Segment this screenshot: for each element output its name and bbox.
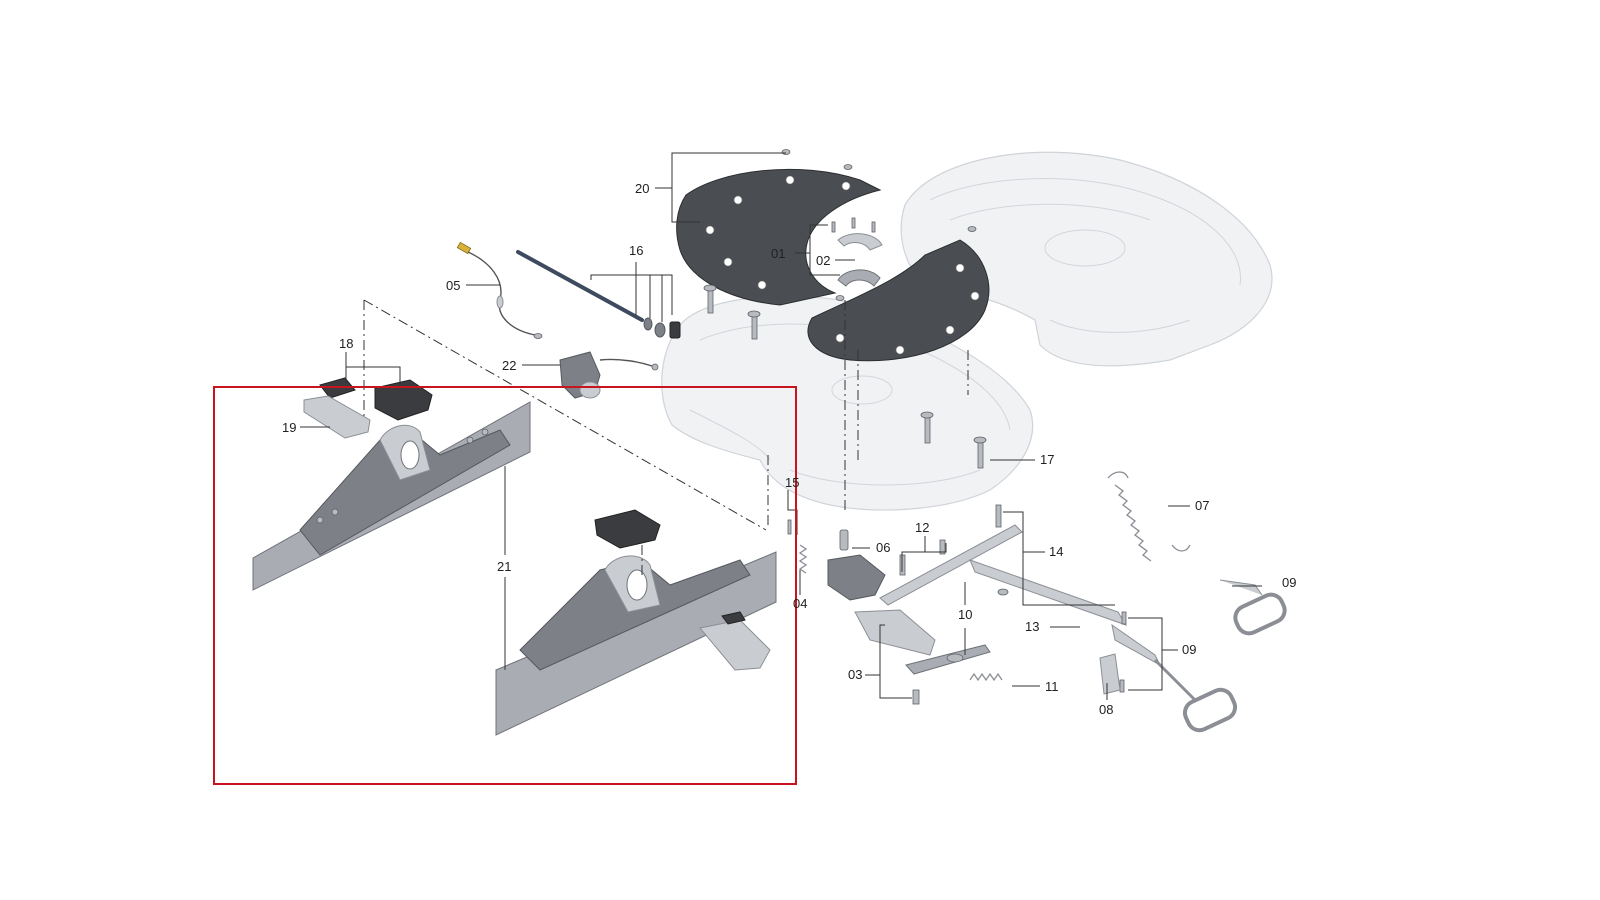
label-02: 02 [816, 253, 830, 268]
mounting-bracket-21-right [495, 509, 777, 736]
part-labels: 01 02 03 04 05 06 07 08 09 09 10 11 12 1… [282, 181, 1296, 717]
label-09-upper: 09 [1282, 575, 1296, 590]
plate-bolts [703, 149, 987, 469]
label-12: 12 [915, 520, 929, 535]
lock-ring-parts [831, 217, 883, 287]
lever-assembly [827, 504, 1128, 705]
bracket-19 [303, 395, 371, 439]
sensor-cable-05 [456, 241, 543, 339]
label-15: 15 [785, 475, 799, 490]
label-01: 01 [771, 246, 785, 261]
label-11: 11 [1045, 679, 1059, 694]
label-13: 13 [1025, 619, 1039, 634]
label-17: 17 [1040, 452, 1054, 467]
label-22: 22 [502, 358, 516, 373]
label-16: 16 [629, 243, 643, 258]
shaft-16 [516, 250, 681, 339]
label-21: 21 [497, 559, 511, 574]
handle-09-upper [1219, 579, 1287, 636]
bearing-plate-lower [807, 239, 990, 362]
highlight-box [213, 386, 797, 785]
label-07: 07 [1195, 498, 1209, 513]
handle-09-lower [1111, 611, 1238, 733]
label-05: 05 [446, 278, 460, 293]
spring-04-15 [787, 519, 808, 574]
ghost-coupling-plate-front [661, 295, 1034, 511]
spring-07 [1107, 471, 1191, 562]
label-04: 04 [793, 596, 807, 611]
label-19: 19 [282, 420, 296, 435]
label-14: 14 [1049, 544, 1063, 559]
mounting-bracket-21-left [252, 401, 531, 591]
label-18: 18 [339, 336, 353, 351]
label-08: 08 [1099, 702, 1113, 717]
actuator-22 [559, 351, 659, 399]
part-08 [1099, 653, 1121, 695]
bearing-plate-upper [676, 168, 882, 306]
label-06: 06 [876, 540, 890, 555]
label-10: 10 [958, 607, 972, 622]
label-20: 20 [635, 181, 649, 196]
label-03: 03 [848, 667, 862, 682]
leader-lines [300, 152, 1262, 700]
label-09-lower: 09 [1182, 642, 1196, 657]
